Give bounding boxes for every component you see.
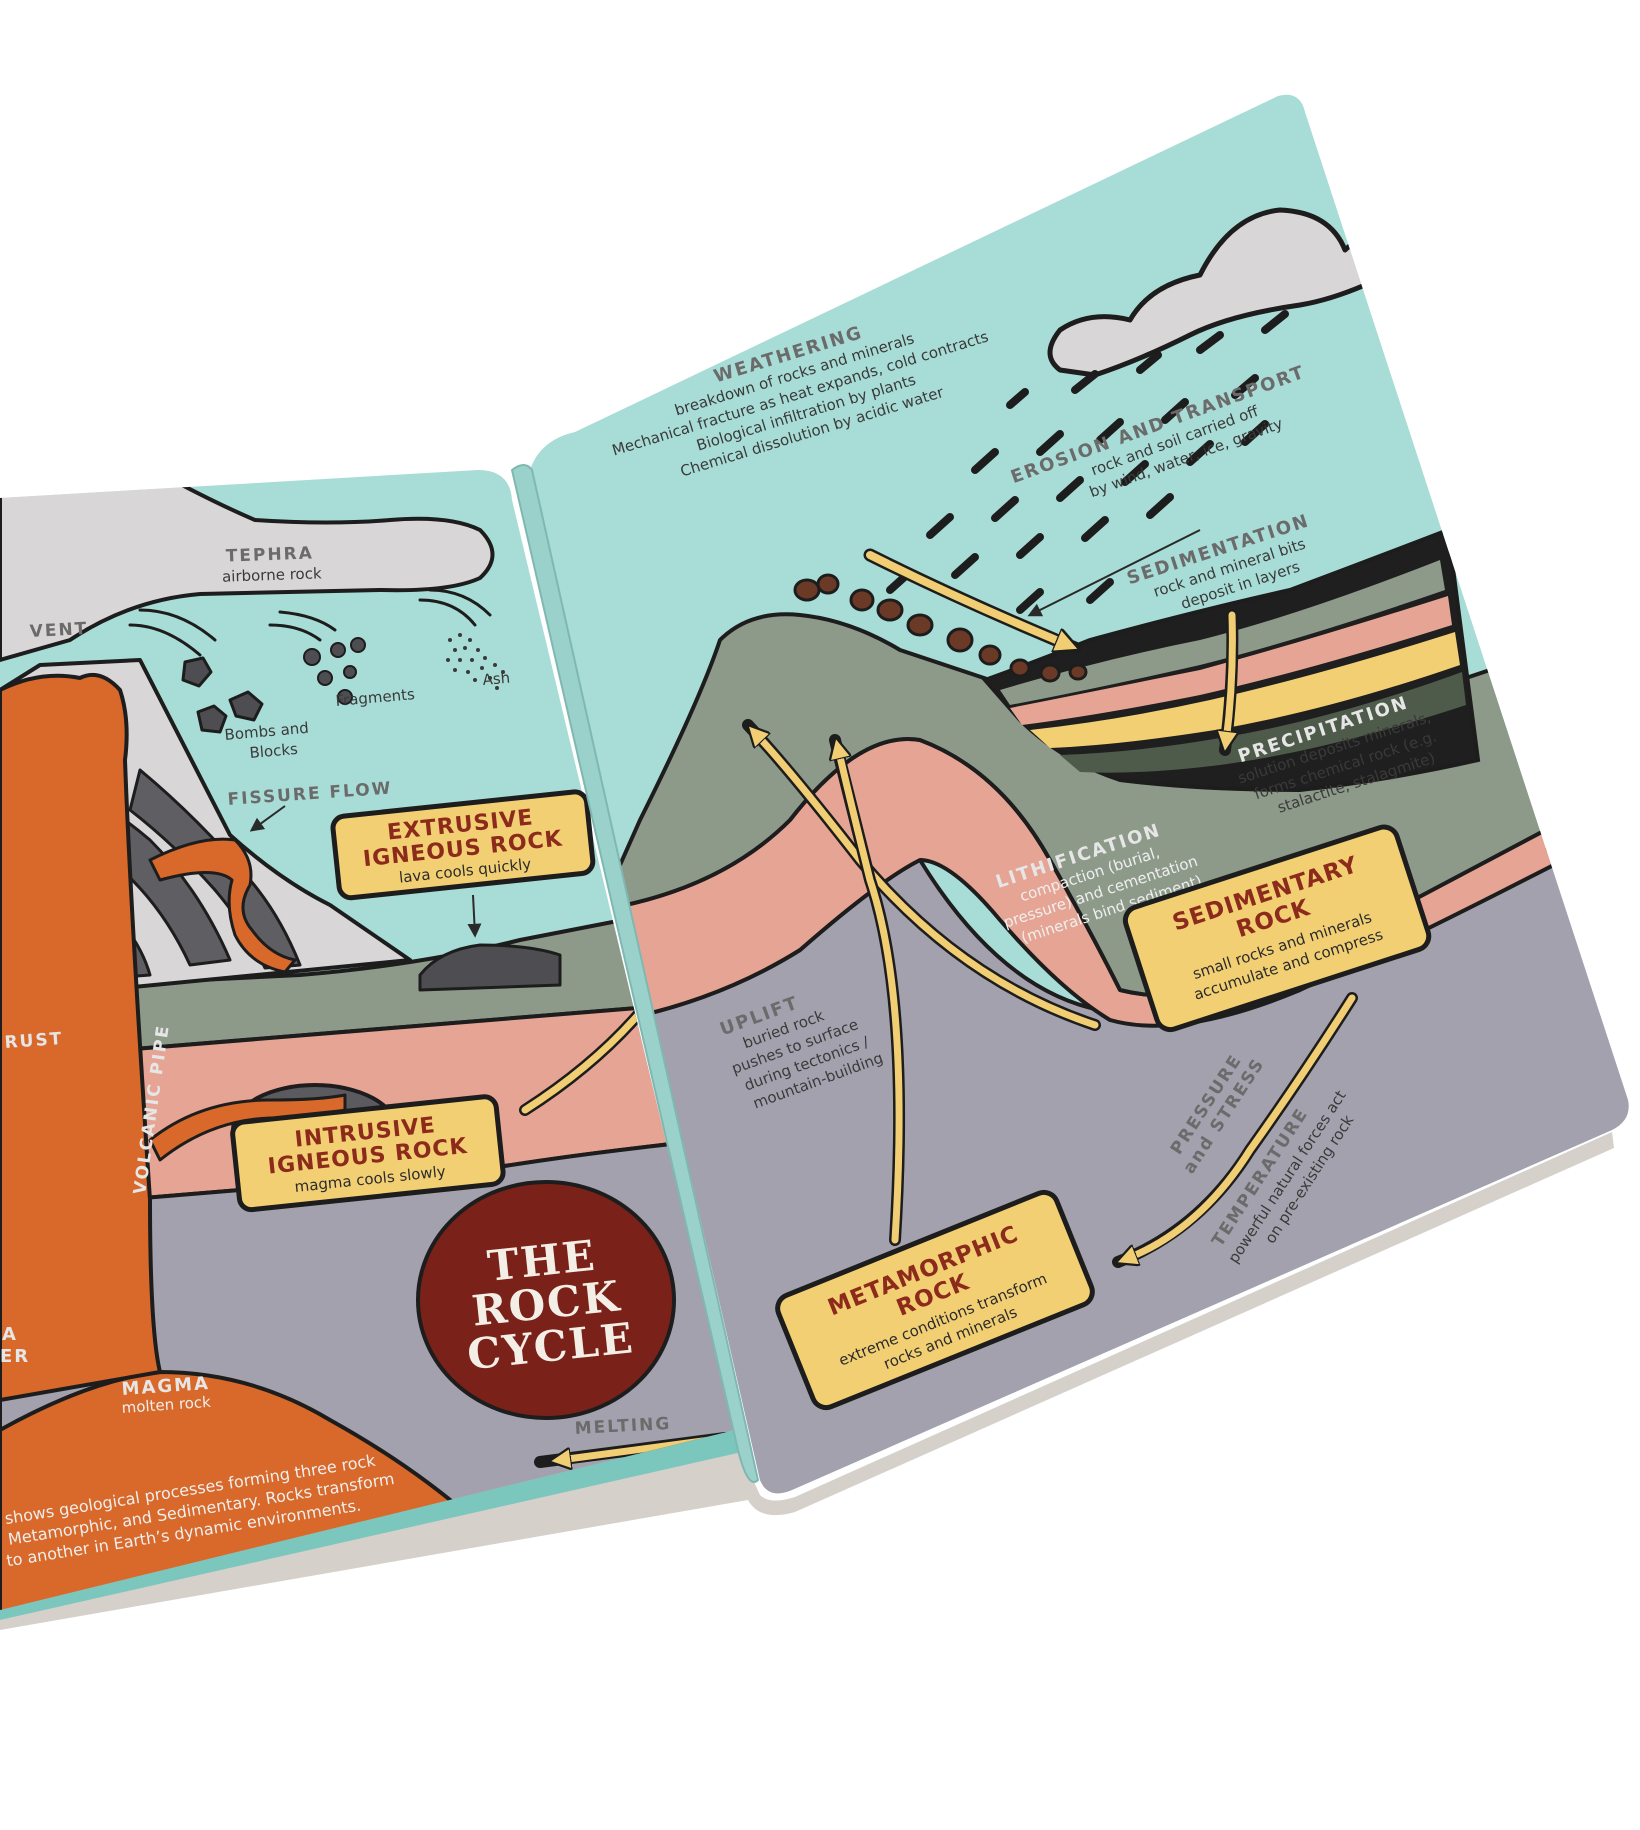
- tephra-title: TEPHRA: [225, 543, 314, 566]
- rain: [886, 310, 1289, 614]
- tephra-sub: airborne rock: [222, 564, 322, 585]
- extrusive-igneous-box: EXTRUSIVE IGNEOUS ROCK lava cools quickl…: [330, 789, 596, 901]
- book-spine: [510, 464, 760, 1483]
- vent-label: VENT: [29, 619, 89, 642]
- rock-cycle-title-badge: THE ROCK CYCLE: [416, 1180, 676, 1420]
- crust-label: RUST: [4, 1029, 64, 1053]
- book-edges: [0, 1132, 1614, 1630]
- mantle-label-2: ER: [0, 1346, 30, 1367]
- ash-label: Ash: [482, 669, 511, 689]
- bombs-and-blocks: [181, 656, 264, 734]
- rock-pebbles: [793, 573, 1088, 683]
- bombs-label-2: Blocks: [249, 740, 299, 762]
- rain-cloud: [1047, 207, 1386, 378]
- intrusive-igneous-box: INTRUSIVE IGNEOUS ROCK magma cools slowl…: [230, 1094, 506, 1213]
- title-line-1: THE: [485, 1231, 598, 1291]
- fragments: [303, 637, 366, 705]
- ash-particles: [446, 633, 505, 690]
- ash-cloud: [0, 482, 495, 662]
- volcanic-pipe: [0, 673, 162, 1402]
- sedimentary-rock-box: SEDIMENTARY ROCK small rocks and mineral…: [1122, 824, 1432, 1033]
- mantle-label-1: A: [2, 1324, 18, 1345]
